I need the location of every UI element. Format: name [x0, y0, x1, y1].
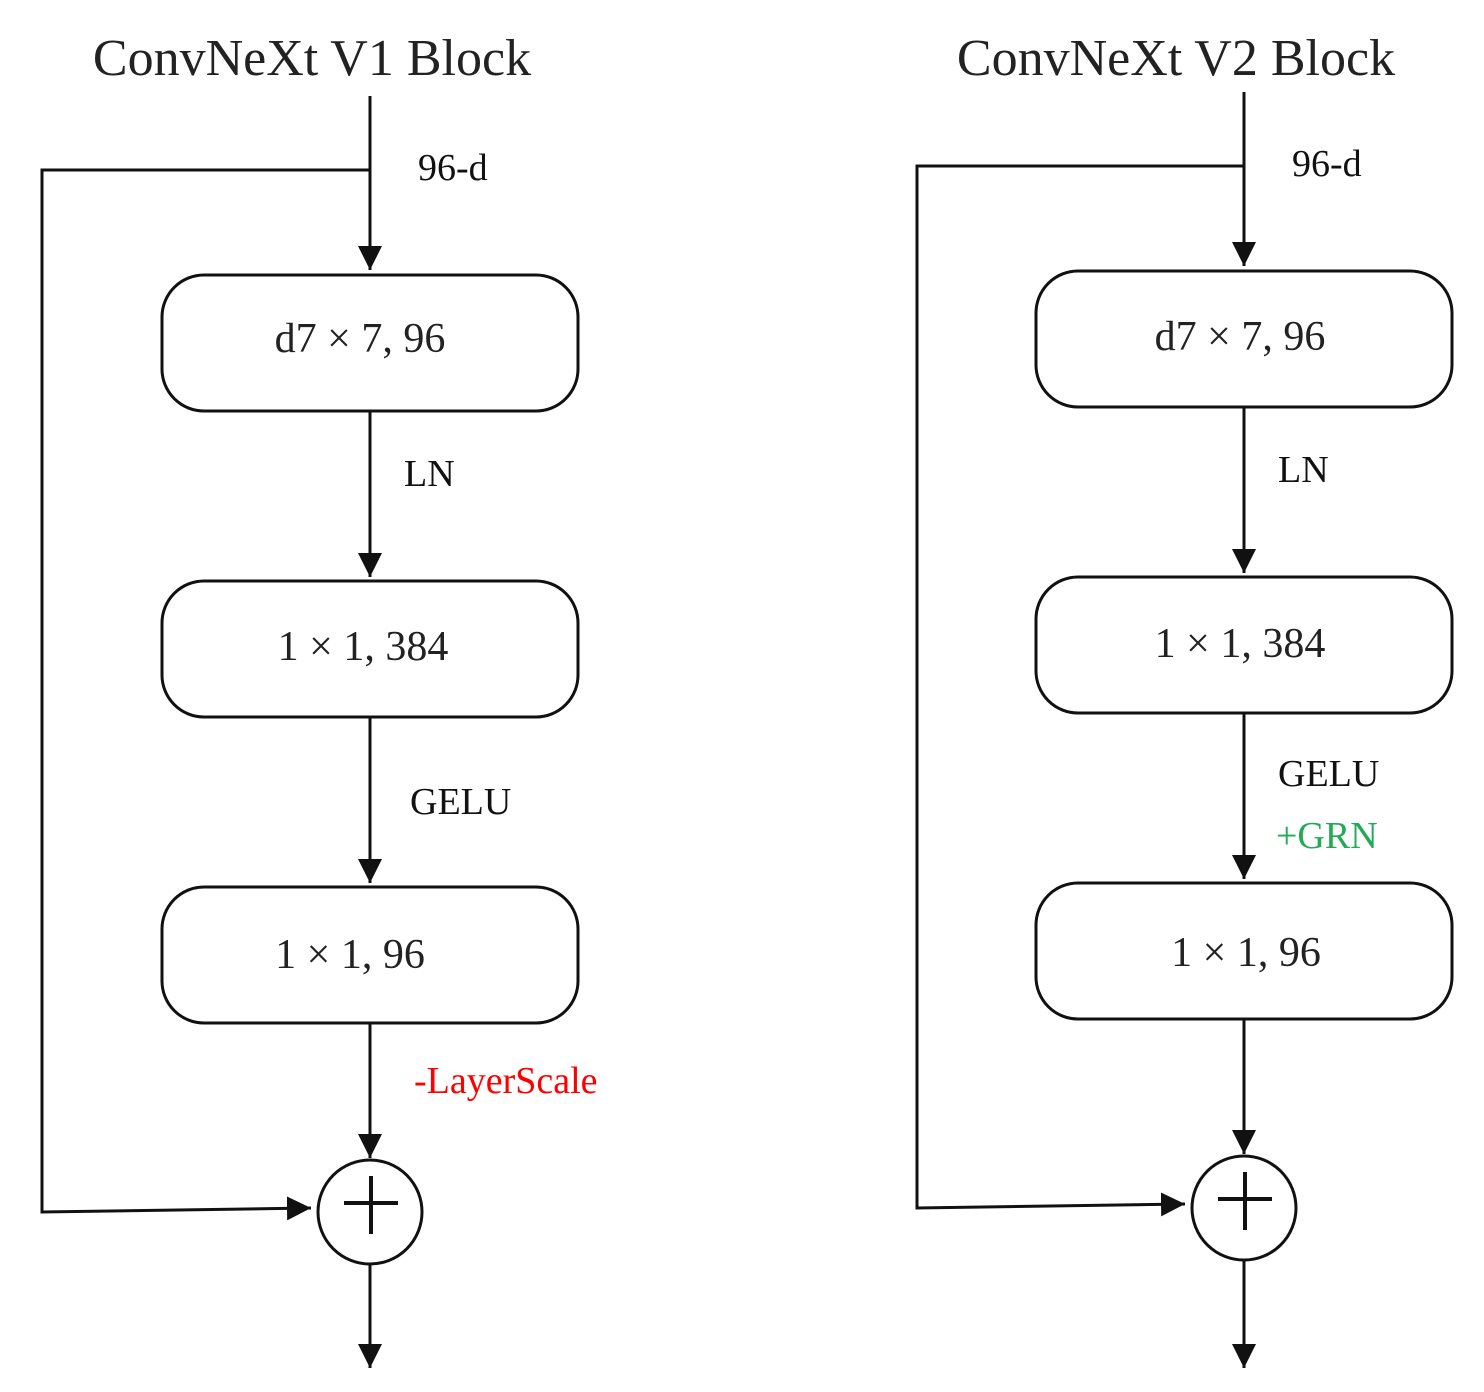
v1-ln-label: LN [404, 453, 455, 495]
v1-depthwise-conv-label: d7 × 7, 96 [275, 316, 446, 362]
v1-skip-connection [40, 168, 370, 1221]
v1-pointwise-expand-label: 1 × 1, 384 [278, 624, 449, 670]
v2-skip-connection [915, 164, 1244, 1217]
v2-pointwise-project-label: 1 × 1, 96 [1171, 930, 1321, 976]
v2-ln-label: LN [1278, 449, 1329, 491]
v2-depthwise-conv-label: d7 × 7, 96 [1155, 314, 1326, 360]
v2-added-grn-label: +GRN [1276, 815, 1378, 857]
v2-pointwise-expand-label: 1 × 1, 384 [1155, 621, 1326, 667]
v1-gelu-label: GELU [410, 781, 511, 823]
v1-removed-layerscale-label: -LayerScale [414, 1060, 598, 1102]
v2-input-label: 96-d [1292, 143, 1362, 185]
v1-input-label: 96-d [418, 147, 488, 189]
v2-gelu-label: GELU [1278, 753, 1379, 795]
v2-title: ConvNeXt V2 Block [957, 30, 1395, 87]
v1-block: ConvNeXt V1 Block 96-d d7 × 7, 96 LN 1 ×… [40, 30, 598, 1368]
v2-block: ConvNeXt V2 Block 96-d d7 × 7, 96 LN 1 ×… [915, 30, 1454, 1368]
v1-pointwise-project-label: 1 × 1, 96 [275, 932, 425, 978]
v1-title: ConvNeXt V1 Block [93, 30, 531, 87]
